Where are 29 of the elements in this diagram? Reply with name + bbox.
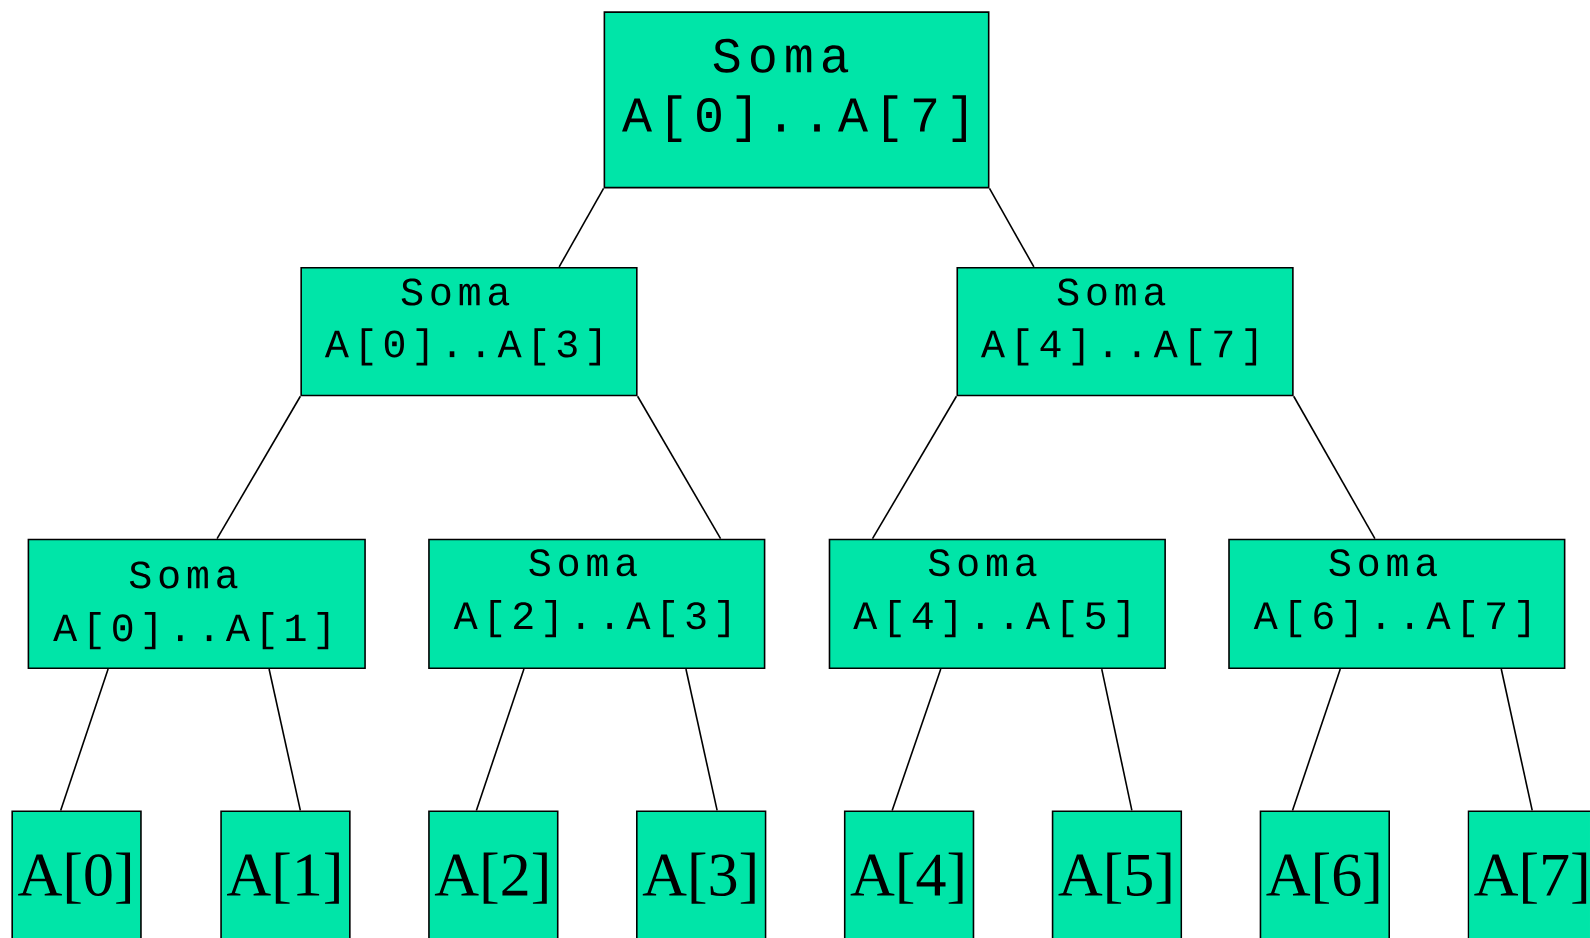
sum-box: Soma A[2]..A[3] (428, 538, 766, 670)
sum-box: A[0] (11, 810, 142, 938)
connector-line (475, 668, 525, 812)
connector-line (871, 395, 958, 540)
connector-line (1291, 668, 1342, 812)
connector-line (636, 395, 722, 540)
sum-box: Soma A[0]..A[7] (603, 11, 990, 189)
connector-line (891, 668, 942, 812)
sum-box: A[5] (1051, 810, 1183, 938)
connector-line (1292, 395, 1376, 540)
sum-box: A[7] (1467, 810, 1590, 938)
sum-box: A[1] (220, 810, 351, 938)
sum-box: Soma A[6]..A[7] (1228, 538, 1566, 670)
sum-box: A[3] (636, 810, 767, 938)
sum-box: Soma A[4]..A[5] (828, 538, 1166, 670)
connector-line (1100, 668, 1133, 812)
connector-line (59, 668, 109, 812)
connector-line (268, 668, 302, 812)
sum-box: A[2] (428, 810, 559, 938)
connector-line (216, 395, 302, 540)
sum-box: A[6] (1259, 810, 1391, 938)
sum-box: Soma A[0]..A[3] (300, 266, 638, 397)
connector-line (558, 187, 605, 268)
sum-box: Soma A[0]..A[1] (27, 538, 366, 670)
sum-box: A[4] (843, 810, 975, 938)
connector-line (988, 187, 1035, 268)
connector-line (685, 668, 718, 812)
sum-box: Soma A[4]..A[7] (956, 266, 1294, 397)
connector-line (1500, 668, 1533, 812)
